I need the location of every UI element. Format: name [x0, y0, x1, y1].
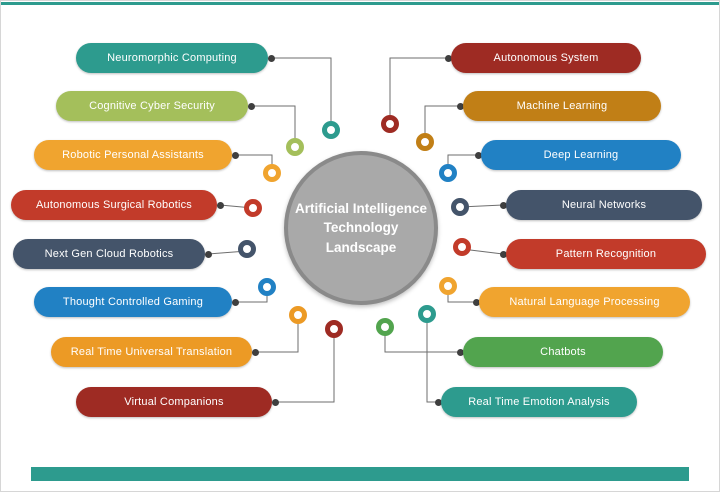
tech-pill: Neural Networks — [506, 190, 702, 220]
connector-ring — [286, 138, 304, 156]
tech-pill: Neuromorphic Computing — [76, 43, 268, 73]
connector-ring — [258, 278, 276, 296]
connector-line — [424, 105, 460, 142]
pill-label: Cognitive Cyber Security — [89, 100, 215, 112]
connector-dot — [499, 250, 507, 258]
connector-dot — [472, 298, 480, 306]
center-title: Artificial Intelligence Technology Lands… — [295, 199, 427, 258]
pill-label: Robotic Personal Assistants — [62, 149, 204, 161]
pill-label: Real Time Universal Translation — [70, 346, 233, 358]
connector-dot — [267, 54, 275, 62]
tech-pill: Virtual Companions — [76, 387, 272, 417]
connector-dot — [444, 54, 452, 62]
bottom-accent-bar — [31, 467, 689, 481]
pill-label: Thought Controlled Gaming — [62, 296, 204, 308]
connector-dot — [247, 102, 255, 110]
tech-pill: Thought Controlled Gaming — [34, 287, 232, 317]
connector-ring — [244, 199, 262, 217]
tech-pill: Machine Learning — [463, 91, 661, 121]
connector-line — [251, 105, 296, 147]
connector-ring — [376, 318, 394, 336]
center-circle: Artificial Intelligence Technology Lands… — [284, 151, 438, 305]
connector-ring — [325, 320, 343, 338]
connector-ring — [451, 198, 469, 216]
top-accent-bar — [1, 2, 719, 5]
connector-dot — [251, 348, 259, 356]
connector-ring — [381, 115, 399, 133]
pill-label: Natural Language Processing — [509, 296, 660, 308]
pill-label: Machine Learning — [516, 100, 608, 112]
connector-ring — [263, 164, 281, 182]
pill-label: Virtual Companions — [124, 396, 224, 408]
connector-dot — [231, 151, 239, 159]
tech-pill: Natural Language Processing — [479, 287, 690, 317]
connector-dot — [204, 250, 212, 258]
pill-label: Real Time Emotion Analysis — [468, 396, 610, 408]
connector-ring — [238, 240, 256, 258]
connector-dot — [271, 398, 279, 406]
connector-line — [271, 57, 332, 130]
center-title-line: Technology — [323, 220, 399, 236]
connector-dot — [456, 348, 464, 356]
connector-dot — [216, 201, 224, 209]
center-title-line: Artificial Intelligence — [294, 200, 428, 216]
connector-ring — [439, 164, 457, 182]
pill-label: Next Gen Cloud Robotics — [44, 248, 174, 260]
tech-pill: Real Time Emotion Analysis — [441, 387, 637, 417]
tech-pill: Deep Learning — [481, 140, 681, 170]
connector-line — [389, 57, 448, 124]
tech-pill: Autonomous Surgical Robotics — [11, 190, 217, 220]
pill-label: Autonomous System — [493, 52, 599, 64]
pill-label: Pattern Recognition — [555, 248, 657, 260]
pill-label: Autonomous Surgical Robotics — [35, 199, 192, 211]
tech-pill: Robotic Personal Assistants — [34, 140, 232, 170]
connector-ring — [289, 306, 307, 324]
connector-dot — [474, 151, 482, 159]
connector-line — [255, 315, 299, 353]
pill-label: Deep Learning — [543, 149, 619, 161]
center-title-line: Landscape — [325, 239, 397, 255]
pill-label: Neuromorphic Computing — [107, 52, 237, 64]
connector-dot — [499, 201, 507, 209]
tech-pill: Real Time Universal Translation — [51, 337, 252, 367]
tech-pill: Chatbots — [463, 337, 663, 367]
tech-pill: Cognitive Cyber Security — [56, 91, 248, 121]
connector-dot — [231, 298, 239, 306]
connector-ring — [453, 238, 471, 256]
pill-label: Chatbots — [540, 346, 586, 358]
connector-line — [275, 329, 335, 403]
tech-pill: Next Gen Cloud Robotics — [13, 239, 205, 269]
tech-pill: Pattern Recognition — [506, 239, 706, 269]
connector-dot — [456, 102, 464, 110]
connector-dot — [434, 398, 442, 406]
pill-label: Neural Networks — [561, 199, 647, 211]
connector-line — [426, 314, 438, 403]
connector-ring — [418, 305, 436, 323]
connector-ring — [439, 277, 457, 295]
tech-pill: Autonomous System — [451, 43, 641, 73]
connector-ring — [322, 121, 340, 139]
connector-ring — [416, 133, 434, 151]
